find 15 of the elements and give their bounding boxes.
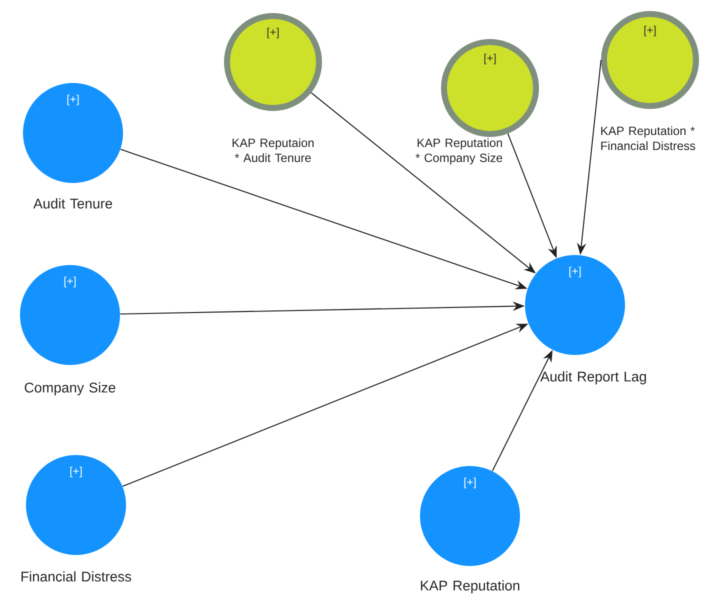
expand-marker: [+] <box>64 276 76 288</box>
expand-marker: [+] <box>569 266 581 278</box>
expand-marker: [+] <box>70 466 82 478</box>
node-label: Company Size <box>24 382 116 396</box>
node-label: KAP Reputation * Financial Distress <box>601 126 696 150</box>
node-label: Audit Tenure <box>33 198 112 209</box>
expand-marker: [+] <box>67 94 79 106</box>
node-label: KAP Reputaion * Audit Tenure <box>232 138 314 162</box>
expand-marker: [+] <box>464 478 476 488</box>
node-label: Audit Report Lag <box>540 371 646 384</box>
expand-marker: [+] <box>267 28 279 38</box>
node-label: KAP Reputation * Company Size <box>416 138 502 164</box>
node-label: KAP Reputation <box>420 580 520 594</box>
expand-marker: [+] <box>484 54 496 64</box>
node-label: Financial Distress <box>22 571 132 582</box>
